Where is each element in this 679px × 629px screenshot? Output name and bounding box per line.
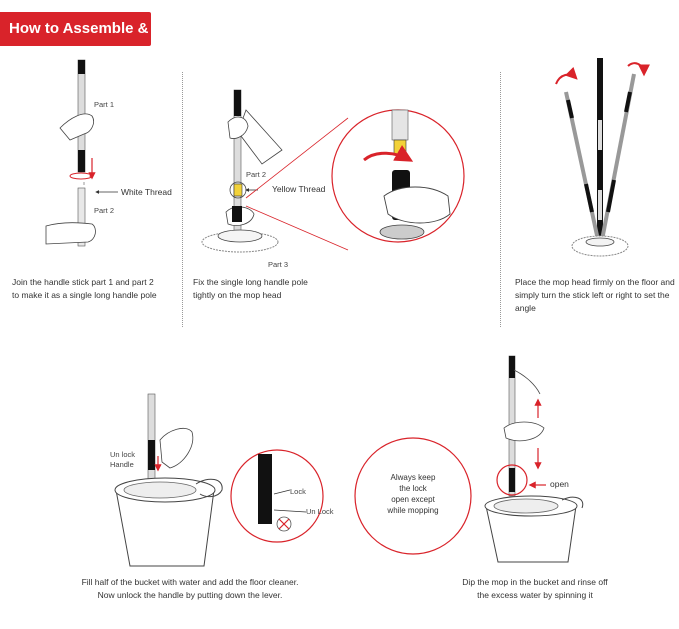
step1-caption: Join the handle stick part 1 and part 2 … bbox=[12, 277, 157, 300]
step1-illustration bbox=[45, 59, 118, 247]
step4-caption: Fill half of the bucket with water and a… bbox=[81, 577, 299, 600]
label-part-2-step2: Part 2 bbox=[246, 170, 267, 179]
label-unlock-handle: Un lock Handle bbox=[110, 450, 136, 469]
step2-caption: Fix the single long handle pole tightly … bbox=[193, 277, 308, 300]
divider-2 bbox=[500, 72, 501, 327]
label-part-2: Part 2 bbox=[94, 206, 115, 215]
step3-illustration bbox=[555, 58, 650, 257]
section-title-banner: How to Assemble & use bbox=[0, 12, 151, 71]
label-part-3: Part 3 bbox=[268, 260, 289, 269]
label-open: open bbox=[550, 479, 569, 489]
label-lock: Lock bbox=[290, 487, 306, 496]
step3-caption: Place the mop head firmly on the floor a… bbox=[515, 277, 675, 313]
step2-illustration bbox=[201, 89, 465, 253]
lock-note: Always keep the lock open except while m… bbox=[387, 473, 439, 515]
step5-illustration bbox=[484, 355, 584, 563]
divider-1 bbox=[182, 72, 183, 327]
step5-caption: Dip the mop in the bucket and rinse off … bbox=[462, 577, 608, 600]
label-unlock: Un Lock bbox=[306, 507, 334, 516]
step4-illustration bbox=[114, 393, 472, 567]
label-white-thread: White Thread bbox=[121, 187, 172, 197]
label-yellow-thread: Yellow Thread bbox=[272, 184, 326, 194]
label-part-1: Part 1 bbox=[94, 100, 115, 109]
